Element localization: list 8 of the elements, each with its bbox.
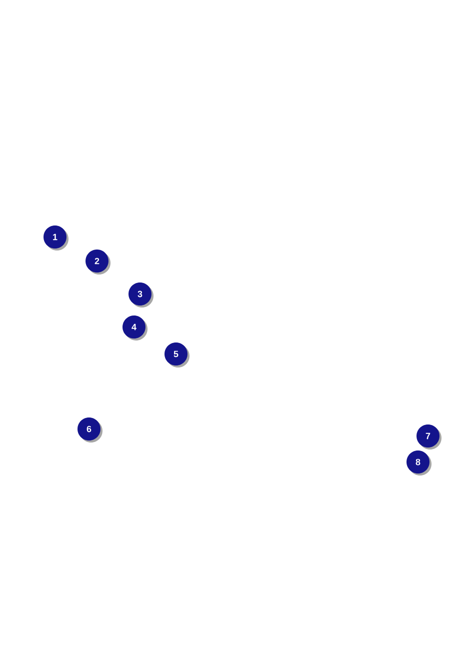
callout-number: 2 xyxy=(86,250,110,274)
callout-number: 8 xyxy=(406,450,432,476)
callout-number: 6 xyxy=(78,418,102,442)
callout-number: 7 xyxy=(416,424,442,450)
callout-number: 1 xyxy=(44,226,68,250)
callout-number: 3 xyxy=(128,282,154,308)
callout-number: 5 xyxy=(164,342,190,368)
callout-number: 4 xyxy=(122,316,148,340)
